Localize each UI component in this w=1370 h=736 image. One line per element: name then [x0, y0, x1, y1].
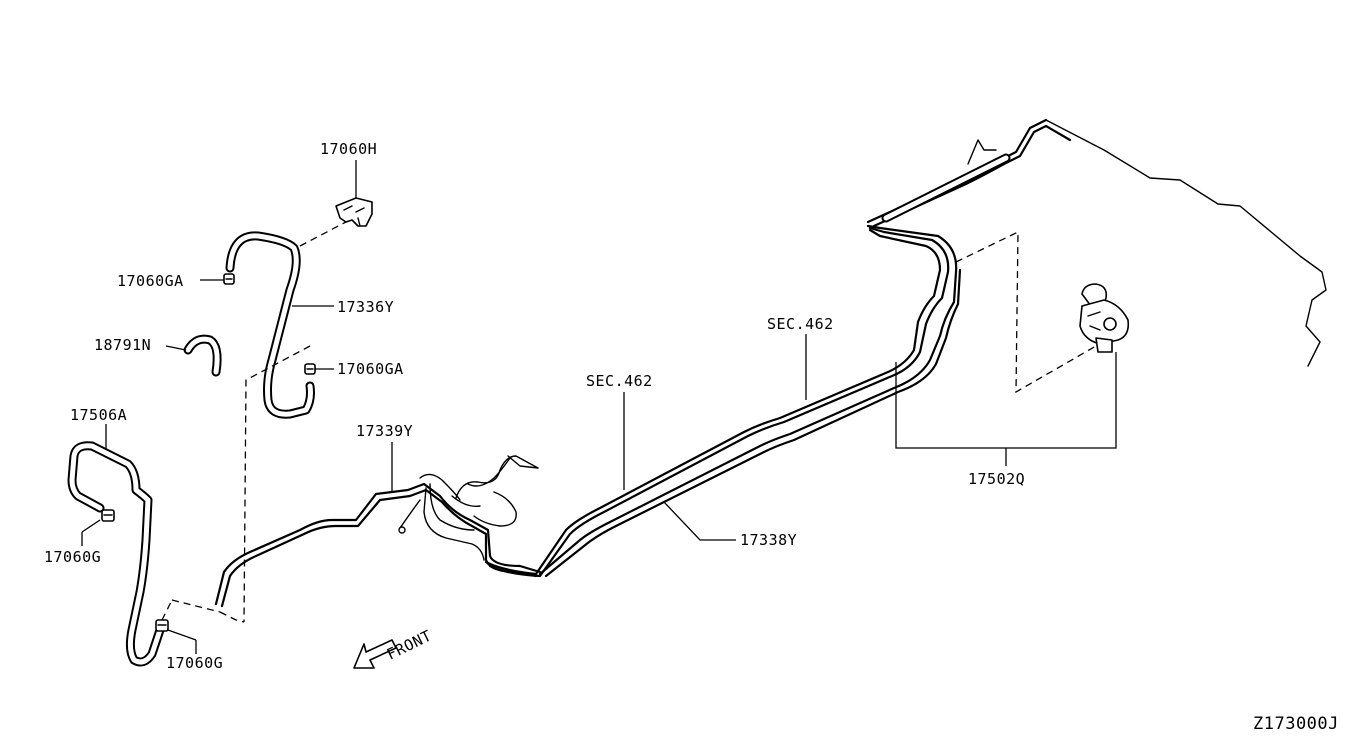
clip-17060h[interactable]	[335, 197, 373, 227]
label-17336y: 17336Y	[337, 298, 394, 316]
tube-17338y[interactable]	[484, 224, 962, 578]
tank-side-tubes	[866, 118, 1327, 367]
label-17338y: 17338Y	[740, 531, 797, 549]
label-front: FRONT	[384, 627, 435, 664]
label-17506a: 17506A	[70, 406, 127, 424]
label-17060ga-lower: 17060GA	[337, 360, 404, 378]
label-17502q: 17502Q	[968, 470, 1025, 488]
front-arrow-icon	[353, 639, 397, 669]
clip-17060g-left[interactable]	[101, 509, 115, 522]
label-17060g-left: 17060G	[44, 548, 101, 566]
clip-17060ga-upper[interactable]	[223, 273, 235, 285]
label-sec462-right: SEC.462	[767, 315, 834, 333]
tube-17339y[interactable]	[214, 455, 542, 608]
label-17060h: 17060H	[320, 140, 377, 158]
hose-17506a[interactable]	[67, 441, 165, 667]
clip-17060ga-lower[interactable]	[304, 363, 316, 375]
label-17060g-bottom: 17060G	[166, 654, 223, 672]
label-sec462-left: SEC.462	[586, 372, 653, 390]
label-17339y: 17339Y	[356, 422, 413, 440]
label-18791n: 18791N	[94, 336, 151, 354]
label-17060ga-upper: 17060GA	[117, 272, 184, 290]
clip-17060g-bottom[interactable]	[155, 619, 169, 632]
filter-17502q[interactable]	[1079, 283, 1130, 353]
hose-18791n[interactable]	[183, 334, 222, 377]
hose-17336y[interactable]	[225, 231, 315, 419]
diagram-code: Z173000J	[1253, 714, 1339, 734]
